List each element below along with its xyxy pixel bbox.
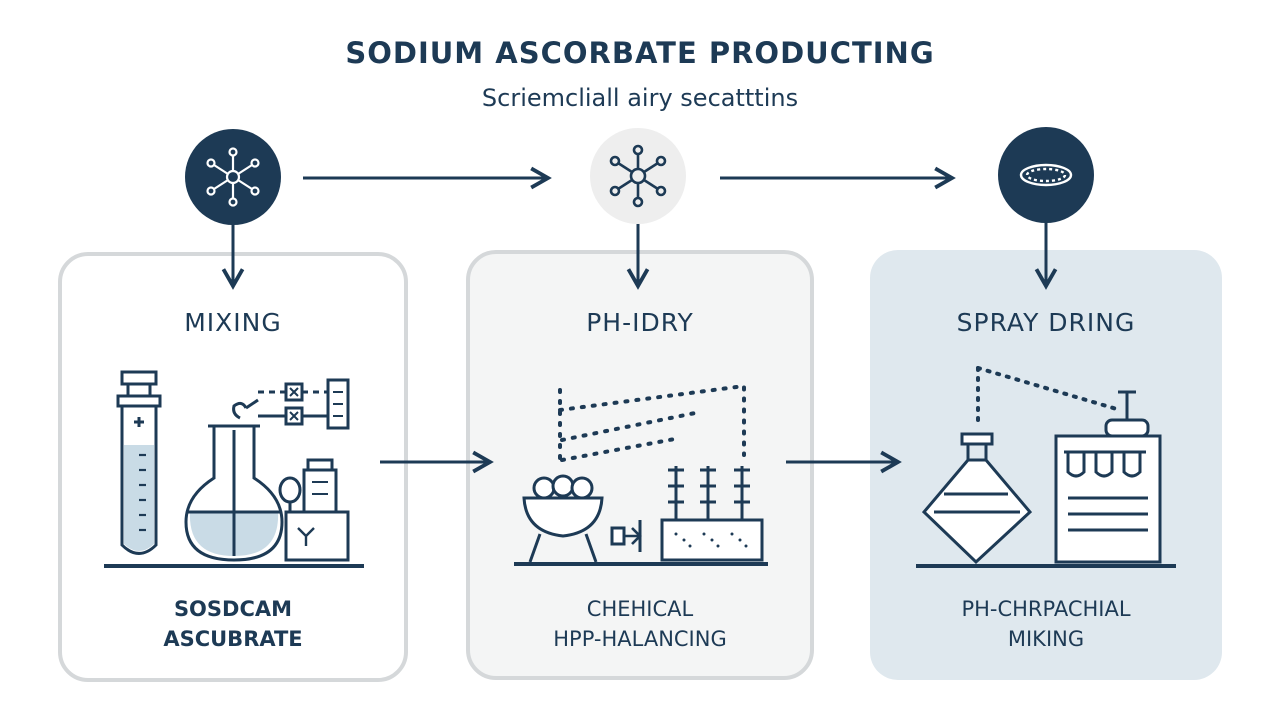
molecule-icon [185, 129, 281, 225]
caption-line: CHEHICAL [586, 597, 694, 621]
step-title-mixing: MIXING [184, 308, 282, 337]
molecule-icon [590, 128, 686, 224]
diagram-subtitle: Scriemcliall airy secatttins [481, 84, 799, 112]
caption-line: ASCUBRATE [163, 627, 303, 651]
caption-line: HPP-HALANCING [553, 627, 727, 651]
ring-icon [998, 127, 1094, 223]
mixing-equipment-illustration [104, 370, 364, 568]
step-caption-spray-drying: PH-CHRPACHIAL MIKING [870, 594, 1222, 654]
step-title-spray-drying: SPRAY DRING [956, 308, 1136, 337]
step-caption-ph-dry: CHEHICAL HPP-HALANCING [468, 594, 812, 654]
step-caption-mixing: SOSDCAM ASCUBRATE [60, 594, 406, 654]
caption-line: PH-CHRPACHIAL [961, 597, 1131, 621]
caption-line: SOSDCAM [173, 597, 293, 621]
panel-ph-dry [466, 250, 814, 680]
step-title-ph-dry: PH-IDRY [586, 308, 694, 337]
caption-line: MIKING [1007, 627, 1085, 651]
spray-drying-illustration [916, 366, 1176, 568]
diagram-title: SODIUM ASCORBATE PRODUCTING [345, 36, 935, 70]
panel-spray-drying [870, 250, 1222, 680]
ph-balancing-illustration [514, 383, 768, 566]
